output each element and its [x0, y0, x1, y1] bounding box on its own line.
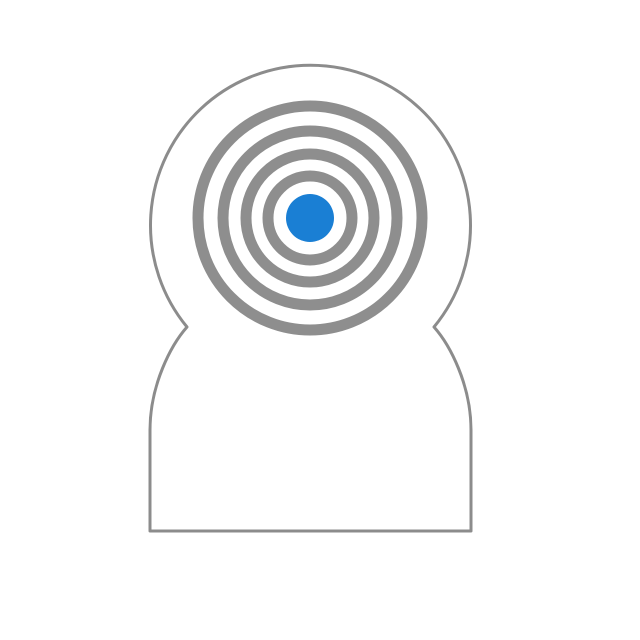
- camera-body-outline: [148, 63, 473, 533]
- lens-ring-outer: [192, 100, 428, 336]
- lens-ring-2: [240, 148, 380, 288]
- lens-ring-3: [217, 125, 403, 311]
- lens-rings: [192, 100, 428, 336]
- lens-center-dot: [286, 194, 334, 242]
- lens-ring-inner: [262, 170, 358, 266]
